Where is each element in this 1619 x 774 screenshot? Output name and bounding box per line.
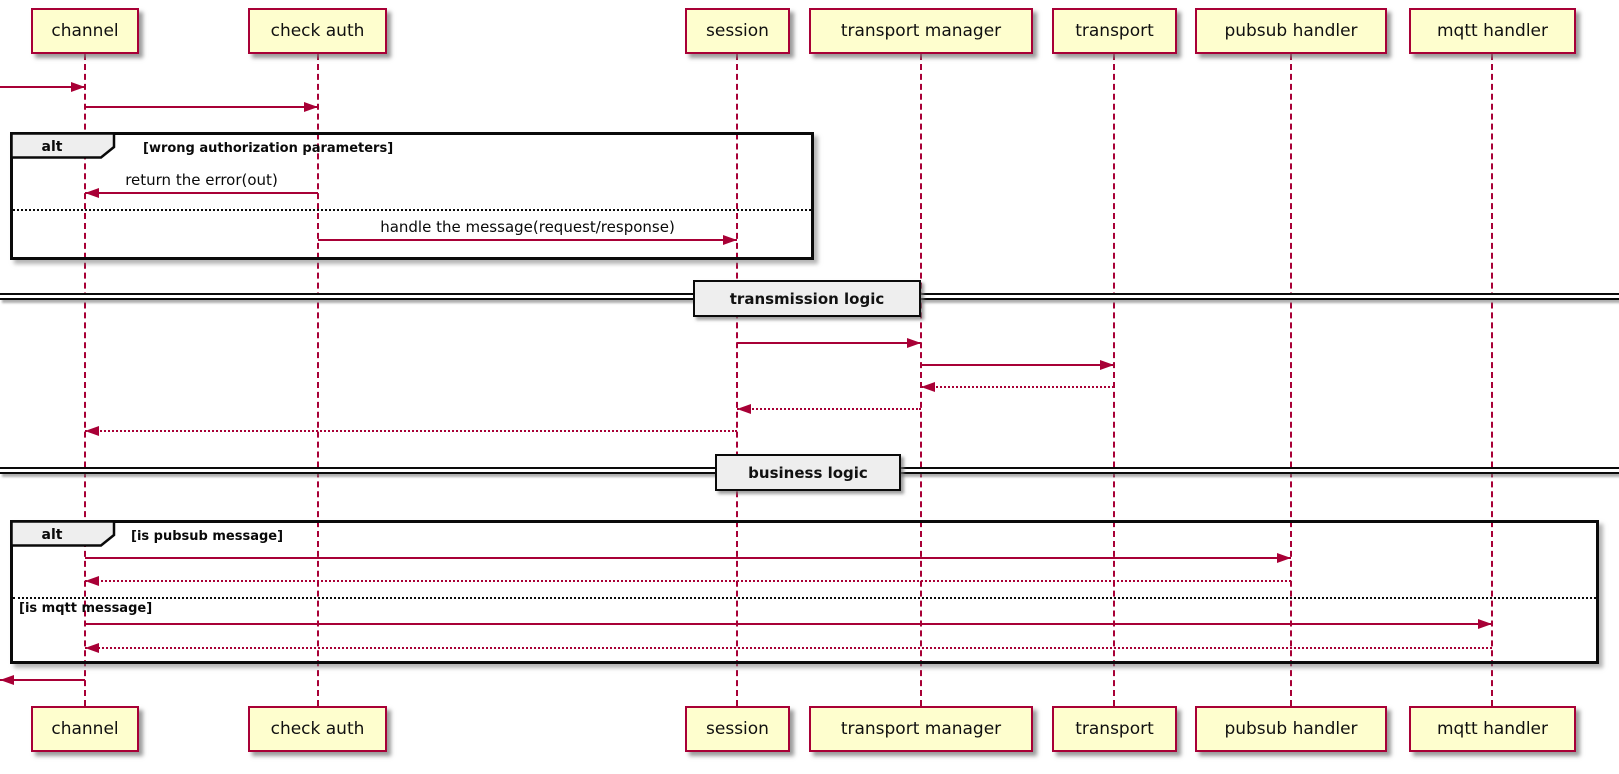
arrowhead-left bbox=[0, 675, 14, 685]
lifeline-channel bbox=[84, 54, 86, 706]
participant-top-check-auth: check auth bbox=[248, 8, 387, 54]
arrowhead-right bbox=[907, 338, 921, 348]
guard-condition: [is mqtt message] bbox=[19, 601, 153, 616]
message-line-channel-to-pubsub-handler bbox=[85, 557, 1291, 559]
participant-bottom-transport: transport bbox=[1052, 706, 1177, 752]
frame-operator-label: alt bbox=[42, 527, 63, 543]
lifeline-mqtt-handler bbox=[1491, 54, 1493, 706]
arrowhead-right bbox=[71, 82, 85, 92]
participant-top-channel: channel bbox=[31, 8, 139, 54]
frame-else-divider bbox=[13, 209, 811, 211]
alt-frame: alt [wrong authorization parameters] bbox=[10, 132, 814, 260]
participant-top-pubsub-handler: pubsub handler bbox=[1195, 8, 1387, 54]
participant-bottom-transport-manager: transport manager bbox=[809, 706, 1033, 752]
message-line-channel-to-check-auth bbox=[85, 106, 318, 108]
message-line-pubsub-handler-to-channel bbox=[85, 580, 1291, 582]
message-line-channel-to-mqtt-handler bbox=[85, 623, 1492, 625]
message-line-transport-manager-to-session bbox=[737, 408, 921, 410]
arrowhead-left bbox=[85, 576, 99, 586]
message-line-mqtt-handler-to-channel bbox=[85, 647, 1492, 649]
message-line-check-auth-to-channel bbox=[85, 192, 318, 194]
participant-bottom-pubsub-handler: pubsub handler bbox=[1195, 706, 1387, 752]
arrowhead-right bbox=[1277, 553, 1291, 563]
arrowhead-left bbox=[921, 382, 935, 392]
arrowhead-right bbox=[1100, 360, 1114, 370]
message-line-session-to-transport-manager bbox=[737, 342, 921, 344]
message-line-edge-left-to-channel bbox=[0, 86, 85, 88]
frame-operator-tab: alt bbox=[10, 132, 116, 159]
participant-bottom-session: session bbox=[685, 706, 790, 752]
participant-bottom-channel: channel bbox=[31, 706, 139, 752]
frame-operator-tab: alt bbox=[10, 520, 116, 547]
participant-top-transport-manager: transport manager bbox=[809, 8, 1033, 54]
participant-top-mqtt-handler: mqtt handler bbox=[1409, 8, 1576, 54]
arrowhead-left bbox=[85, 643, 99, 653]
frame-operator-label: alt bbox=[42, 139, 63, 155]
guard-condition: [wrong authorization parameters] bbox=[143, 141, 394, 156]
arrowhead-left bbox=[85, 426, 99, 436]
guard-condition: [is pubsub message] bbox=[131, 529, 284, 544]
lifeline-transport bbox=[1113, 54, 1115, 706]
message-line-channel-to-edge-left bbox=[0, 679, 85, 681]
alt-frame: alt [is pubsub message] [is mqtt message] bbox=[10, 520, 1599, 664]
frame-else-divider bbox=[13, 597, 1596, 599]
divider-label: business logic bbox=[715, 454, 901, 491]
message-line-transport-manager-to-transport bbox=[921, 364, 1114, 366]
lifeline-transport-manager bbox=[920, 54, 922, 706]
divider-label: transmission logic bbox=[693, 280, 921, 317]
participant-bottom-mqtt-handler: mqtt handler bbox=[1409, 706, 1576, 752]
lifeline-session bbox=[736, 54, 738, 706]
arrowhead-right bbox=[304, 102, 318, 112]
lifeline-pubsub-handler bbox=[1290, 54, 1292, 706]
arrowhead-left bbox=[85, 188, 99, 198]
message-label: handle the message(request/response) bbox=[380, 218, 675, 236]
participant-top-session: session bbox=[685, 8, 790, 54]
participant-top-transport: transport bbox=[1052, 8, 1177, 54]
message-line-session-to-channel bbox=[85, 430, 737, 432]
message-line-check-auth-to-session bbox=[318, 239, 737, 241]
arrowhead-right bbox=[1478, 619, 1492, 629]
message-label: return the error(out) bbox=[125, 171, 278, 189]
participant-bottom-check-auth: check auth bbox=[248, 706, 387, 752]
arrowhead-left bbox=[737, 404, 751, 414]
lifeline-check-auth bbox=[317, 54, 319, 706]
message-line-transport-to-transport-manager bbox=[921, 386, 1114, 388]
arrowhead-right bbox=[723, 235, 737, 245]
